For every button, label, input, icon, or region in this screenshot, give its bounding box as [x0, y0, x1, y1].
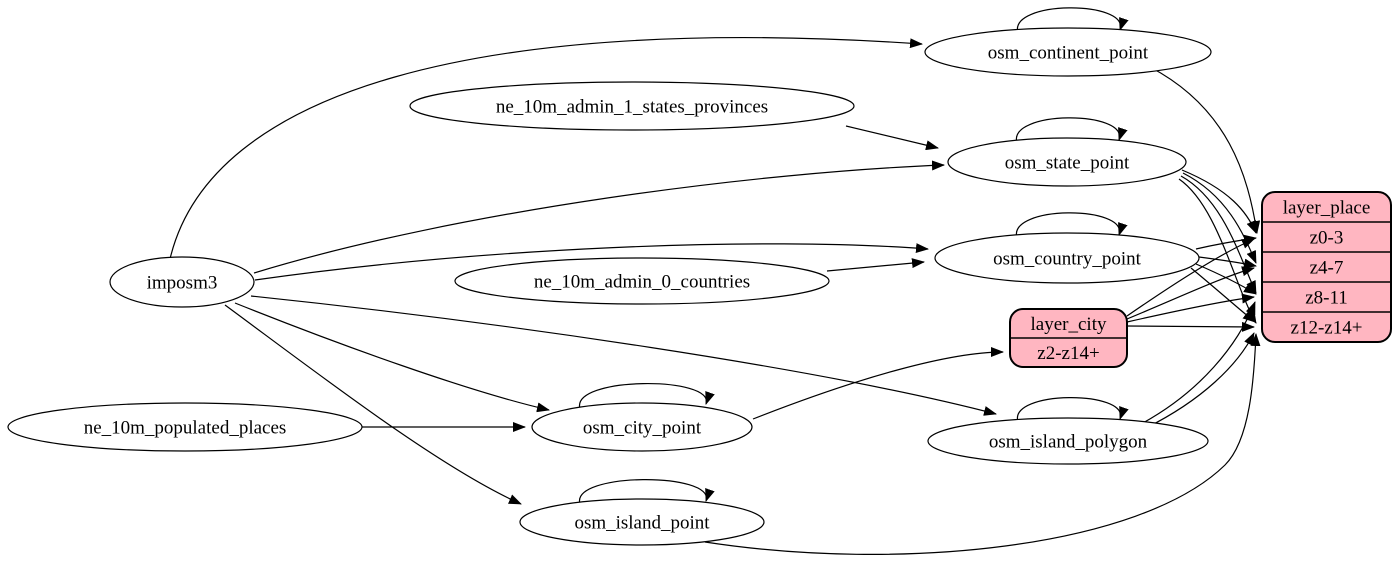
- edge-osm_country_point-to-layer_place-z12-z14+: [1190, 267, 1256, 323]
- node-osm_city_point: osm_city_point: [531, 402, 753, 452]
- node-label: osm_city_point: [583, 418, 702, 439]
- node-label: osm_state_point: [1005, 153, 1130, 174]
- node-label: osm_continent_point: [988, 43, 1149, 64]
- edge-osm_continent_point-to-osm_continent_point: [1017, 7, 1129, 34]
- edge-osm_state_point-to-layer_place-z8-11: [1180, 175, 1257, 294]
- edge-osm_state_point-to-osm_state_point: [1016, 117, 1128, 144]
- node-ne_10m_admin_0_countries: ne_10m_admin_0_countries: [454, 257, 830, 305]
- record-row-zoom: z2-z14+: [1037, 343, 1099, 364]
- edge-layer_city-to-layer_place-z12-z14+: [1126, 321, 1255, 332]
- node-osm_island_point: osm_island_point: [519, 498, 765, 546]
- edge-osm_country_point-to-layer_place-z0-3: [1195, 234, 1257, 250]
- edge-osm_city_point-to-layer_city-z2-z14+: [752, 347, 1004, 420]
- edge-osm_island_polygon-to-osm_island_polygon: [1017, 397, 1129, 423]
- node-label: osm_island_polygon: [989, 432, 1148, 453]
- record-layer_place: layer_place z0-3 z4-7 z8-11 z12-z14+: [1261, 191, 1392, 343]
- edge-osm_country_point-to-layer_place-z8-11: [1195, 263, 1257, 295]
- edge-osm_state_point-to-layer_place-z0-3: [1181, 169, 1257, 234]
- edge-osm_island_point-to-layer_place-z12-z14+: [704, 333, 1261, 555]
- node-ellipse: [531, 402, 753, 452]
- node-ellipse: [924, 27, 1212, 77]
- node-label: osm_island_point: [574, 513, 710, 534]
- edge-osm_continent_point-to-layer_place-z0-3: [1149, 66, 1261, 234]
- edge-imposm3-to-osm_state_point: [253, 160, 945, 274]
- node-label: ne_10m_admin_1_states_provinces: [496, 97, 768, 118]
- node-label: ne_10m_populated_places: [84, 418, 287, 439]
- nodes-layer: imposm3 ne_10m_admin_1_states_provincesne…: [7, 27, 1392, 546]
- node-ellipse: [947, 137, 1187, 187]
- edge-osm_city_point-to-osm_city_point: [579, 383, 715, 410]
- edge-layer_city-to-layer_place-z8-11: [1126, 293, 1255, 323]
- edge-osm_state_point-to-layer_place-z4-7: [1182, 172, 1257, 264]
- edge-osm_island_point-to-osm_island_point: [579, 479, 715, 505]
- edge-osm_country_point-to-osm_country_point: [1016, 212, 1128, 239]
- edge-osm_country_point-to-layer_place-z4-7: [1198, 256, 1257, 269]
- node-ellipse: [7, 402, 363, 452]
- node-ellipse: [519, 498, 765, 546]
- record-box: [1261, 191, 1392, 343]
- node-ellipse: [934, 232, 1200, 284]
- node-ne_10m_admin_1_states_provinces: ne_10m_admin_1_states_provinces: [409, 81, 855, 131]
- edge-layer_city-to-layer_place-z0-3: [1126, 238, 1255, 317]
- record-row-title: layer_place: [1283, 198, 1371, 219]
- node-imposm3: imposm3: [109, 256, 255, 308]
- record-row-zoom: z12-z14+: [1291, 318, 1363, 339]
- record-row-zoom: z0-3: [1310, 228, 1344, 249]
- node-ellipse: [109, 256, 255, 308]
- node-osm_continent_point: osm_continent_point: [924, 27, 1212, 77]
- node-ellipse: [409, 81, 855, 131]
- record-layer_city: layer_city z2-z14+: [1009, 308, 1128, 368]
- node-osm_state_point: osm_state_point: [947, 137, 1187, 187]
- node-ellipse: [927, 417, 1209, 465]
- node-label: osm_country_point: [993, 249, 1141, 270]
- node-label: imposm3: [147, 273, 218, 294]
- edge-imposm3-to-osm_continent_point: [169, 37, 923, 260]
- edge-imposm3-to-osm_country_point: [254, 243, 929, 281]
- node-ellipse: [454, 257, 830, 305]
- edge-osm_island_polygon-to-layer_place-z8-11: [1140, 301, 1256, 425]
- edge-imposm3-to-osm_island_polygon: [250, 295, 997, 416]
- record-row-title: layer_city: [1031, 314, 1107, 335]
- node-osm_country_point: osm_country_point: [934, 232, 1200, 284]
- record-row-zoom: z4-7: [1310, 258, 1344, 279]
- edge-imposm3-to-osm_city_point: [234, 302, 550, 413]
- edges-layer: [169, 7, 1261, 555]
- node-ne_10m_populated_places: ne_10m_populated_places: [7, 402, 363, 452]
- node-label: ne_10m_admin_0_countries: [534, 272, 750, 293]
- record-row-zoom: z8-11: [1305, 288, 1348, 309]
- edge-imposm3-to-osm_island_point: [224, 304, 522, 505]
- edge-osm_island_polygon-to-layer_place-z12-z14+: [1145, 332, 1255, 429]
- edge-ne_10m_admin_1_states_provinces-to-osm_state_point: [845, 125, 939, 151]
- node-osm_island_polygon: osm_island_polygon: [927, 417, 1209, 465]
- edge-layer_city-to-layer_place-z4-7: [1126, 266, 1255, 320]
- edge-ne_10m_admin_0_countries-to-osm_country_point: [826, 258, 925, 272]
